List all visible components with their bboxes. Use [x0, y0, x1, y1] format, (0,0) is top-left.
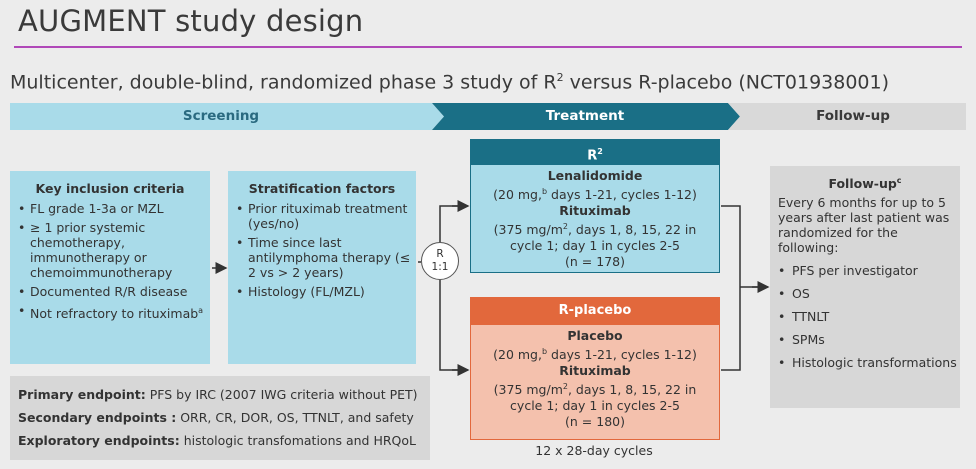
phase-screening-shape	[10, 103, 444, 130]
superscript: 2	[562, 222, 568, 232]
inclusion-criteria-box: Key inclusion criteria FL grade 1-3a or …	[10, 171, 210, 364]
endpoints-box: Primary endpoint: PFS by IRC (2007 IWG c…	[10, 376, 430, 460]
arm-placebo-header: R-placebo	[470, 297, 720, 325]
list-item: Prior rituximab treatment (yes/no)	[234, 201, 416, 231]
list-item: Not refractory to rituximaba	[16, 303, 210, 321]
primary-endpoint: Primary endpoint: PFS by IRC (2007 IWG c…	[18, 386, 430, 403]
subtitle-superscript: 2	[556, 71, 564, 84]
stratification-heading: Stratification factors	[248, 181, 396, 196]
superscript: 2	[562, 382, 568, 392]
footnote-marker: a	[198, 306, 204, 315]
list-item: Histology (FL/MZL)	[234, 284, 416, 299]
secondary-endpoints: Secondary endpoints : ORR, CR, DOR, OS, …	[18, 409, 430, 426]
drug-name: Lenalidomide	[547, 168, 643, 183]
arm-r2-body: Lenalidomide (20 mg,b days 1-21, cycles …	[470, 165, 720, 270]
dose-text: (20 mg,	[493, 347, 542, 363]
endpoint-text: PFS by IRC (2007 IWG criteria without PE…	[145, 387, 418, 402]
endpoint-text: histologic transfomations and HRQoL	[179, 433, 416, 448]
followup-intro: Every 6 months for up to 5 years after l…	[778, 195, 950, 256]
dose-line: (20 mg,b days 1-21, cycles 1-12)	[470, 184, 720, 203]
line-randomization-branch	[439, 205, 466, 371]
list-item: PFS per investigator	[778, 263, 960, 278]
endpoint-label: Exploratory endpoints:	[18, 433, 180, 448]
phase-followup-shape	[728, 103, 966, 130]
arm-placebo-body: Placebo (20 mg,b days 1-21, cycles 1-12)…	[470, 325, 720, 430]
stratification-box: Stratification factors Prior rituximab t…	[228, 171, 416, 364]
subtitle-text: Multicenter, double-blind, randomized ph…	[10, 71, 557, 94]
endpoint-label: Primary endpoint:	[18, 387, 146, 402]
page-title: AUGMENT study design	[18, 4, 364, 38]
phase-treatment-shape	[432, 103, 740, 130]
arm-r2-title-sup: 2	[597, 147, 603, 156]
drug-name: Placebo	[567, 328, 623, 343]
drug-name: Rituximab	[559, 363, 631, 379]
footnote-marker: c	[896, 176, 902, 185]
title-divider	[14, 46, 962, 48]
randomization-ratio: 1:1	[431, 261, 449, 273]
arm-placebo-n: (n = 180)	[565, 414, 625, 430]
exploratory-endpoints: Exploratory endpoints: histologic transf…	[18, 432, 430, 449]
followup-box: Follow-upc Every 6 months for up to 5 ye…	[770, 166, 960, 408]
list-item: SPMs	[778, 332, 960, 347]
phase-treatment-label: Treatment	[545, 108, 625, 124]
dose-text: days 1-21, cycles 1-12)	[547, 347, 697, 363]
dose-line: (20 mg,b days 1-21, cycles 1-12)	[470, 344, 720, 363]
list-item-text: Not refractory to rituximab	[30, 306, 199, 322]
drug-name: Rituximab	[559, 203, 631, 219]
dose-text: , days 1, 8, 15, 22 in cycle 1; day 1 in…	[510, 382, 697, 414]
dose-text: (20 mg,	[493, 187, 542, 203]
list-item: Documented R/R disease	[16, 284, 210, 299]
cycles-note: 12 x 28-day cycles	[535, 443, 653, 458]
phase-bar	[10, 103, 966, 130]
phase-followup-label: Follow-up	[816, 108, 890, 124]
footnote-marker: b	[541, 187, 548, 196]
list-item: OS	[778, 286, 960, 301]
list-item: Histologic transformations	[778, 355, 960, 370]
arm-placebo-box: R-placebo Placebo (20 mg,b days 1-21, cy…	[470, 297, 720, 440]
line-arms-merge	[721, 205, 760, 371]
dose-line: (375 mg/m2, days 1, 8, 15, 22 in cycle 1…	[470, 219, 720, 254]
list-item: TTNLT	[778, 309, 960, 324]
randomization-label: R	[436, 248, 444, 260]
list-item: Time since last antilymphoma therapy (≤ …	[234, 235, 416, 280]
arm-r2-title: R	[587, 148, 598, 164]
list-item: ≥ 1 prior systemic chemotherapy, immunot…	[16, 220, 210, 280]
followup-heading-text: Follow-up	[828, 176, 897, 192]
arm-r2-header: R2	[470, 139, 720, 165]
dose-line: (375 mg/m2, days 1, 8, 15, 22 in cycle 1…	[470, 379, 720, 414]
endpoint-text: ORR, CR, DOR, OS, TTNLT, and safety	[176, 410, 414, 425]
phase-screening-label: Screening	[182, 108, 260, 124]
arm-r2-box: R2 Lenalidomide (20 mg,b days 1-21, cycl…	[470, 139, 720, 273]
dose-text: days 1-21, cycles 1-12)	[547, 187, 697, 203]
endpoint-label: Secondary endpoints :	[18, 410, 177, 425]
inclusion-heading: Key inclusion criteria	[35, 181, 185, 196]
subtitle: Multicenter, double-blind, randomized ph…	[10, 71, 889, 93]
dose-text: , days 1, 8, 15, 22 in cycle 1; day 1 in…	[510, 222, 697, 254]
dose-text: (375 mg/m	[493, 382, 563, 398]
subtitle-text-2: versus R-placebo (NCT01938001)	[563, 71, 890, 94]
list-item: FL grade 1-3a or MZL	[16, 201, 210, 216]
randomization-node: R 1:1	[421, 242, 459, 280]
arm-r2-n: (n = 178)	[565, 254, 625, 270]
followup-heading: Follow-upc	[770, 176, 960, 191]
dose-text: (375 mg/m	[493, 222, 563, 238]
footnote-marker: b	[541, 347, 548, 356]
